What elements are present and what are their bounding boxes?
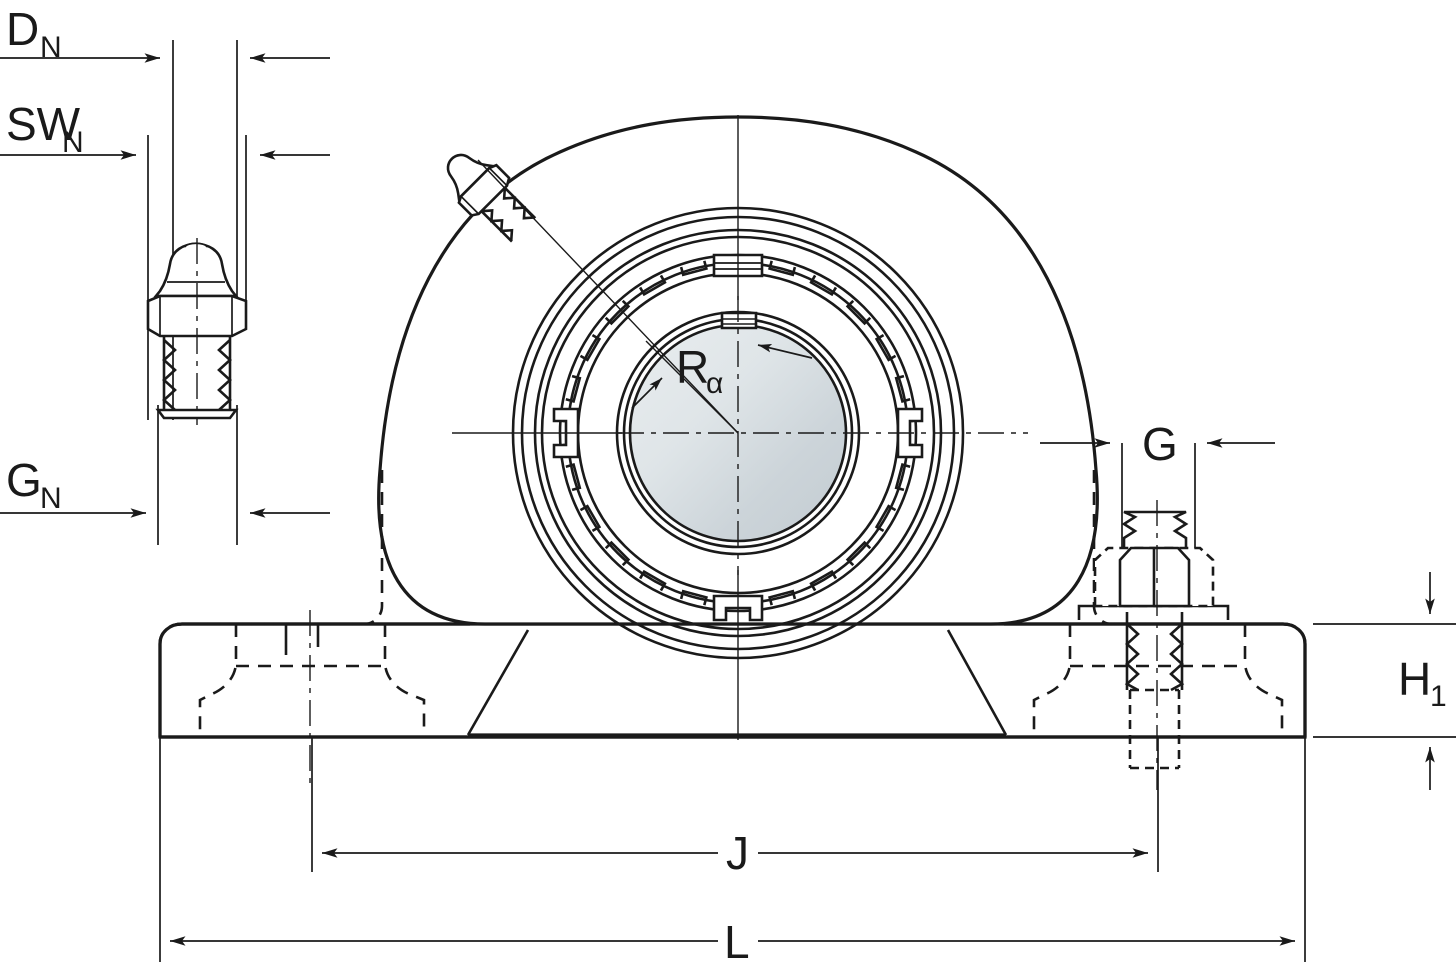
dimension-GN: G N [0,454,330,518]
nipple-housing-shank-l [480,210,513,243]
bolt-protruding-thread-top [1121,510,1189,548]
nipple-thread-end-chamfer [155,408,239,420]
nipple-ball-head [153,242,239,298]
dim-DN-label: D [6,3,39,55]
base-foot-right-assembly [1032,500,1284,790]
base-top-left-edge [158,622,470,645]
bolt-thread-left [1124,623,1140,692]
dimension-SWN: SW N [0,98,330,160]
nipple-top-nub [184,242,208,248]
dim-DN-label-sub: N [40,31,62,64]
dim-GN-label: G [6,454,42,506]
dimension-H1: H 1 [1313,572,1456,790]
dim-G-label: G [1142,418,1178,470]
dim-H1-label: H [1398,653,1431,705]
dimension-J: J [311,737,1159,879]
dim-Ra-label-sub: α [706,367,723,400]
dimension-Ralpha: R α [631,340,813,434]
nipple-housing-thread-right [502,187,535,220]
nipple-housing-rotated-group [446,153,537,243]
nipple-housing-hex-edge-l [460,195,480,215]
nipple-thread-left [162,339,177,411]
bolt-washer [1077,604,1230,620]
inner-grub-boss-rect [720,311,758,330]
grease-nipple-on-housing [446,153,739,434]
gusset-right [946,629,1008,736]
dimension-L: L [159,737,1306,968]
nipple-thread-right [217,339,232,411]
nipple-radial-axis [477,159,739,434]
dim-SWN-label-sub: N [62,126,84,159]
dim-Ra-leader [645,340,739,434]
dim-J-label: J [726,827,749,879]
gusset-left [466,629,530,736]
dim-Ra-arrow-inner [631,377,663,409]
base-overdraw [158,622,1307,739]
dim-Ra-arrow-outer [757,343,813,359]
centerlines-group [452,115,1028,740]
nipple-housing-hex-edge-r [488,167,508,187]
nipple-housing-thread-left [481,209,514,241]
base-fill [162,626,1303,735]
bolt-hole-phantom [1128,688,1181,770]
housing-gussets [466,629,1008,737]
nipple-housing-hex [457,163,511,217]
dimension-G: G [1040,418,1275,548]
dim-H1-label-sub: 1 [1430,680,1447,713]
grease-nipple-body [146,238,248,425]
dim-Ra-label: R [676,341,709,393]
base-top-right-edge [1004,622,1307,645]
dim-SWN-label: SW [6,98,81,150]
base-foot-left-hidden [198,610,426,790]
hidden-line-left-flank [205,470,384,626]
dim-GN-label-sub: N [40,482,62,515]
bolt-thread-right [1169,623,1185,692]
inner-ring-grub-boss [720,311,758,330]
dimension-DN: D N [0,3,330,64]
nipple-housing-ball-head [446,153,495,202]
grease-nipple-detail-group: D N SW N G N [0,3,330,545]
dim-L-label: L [724,916,750,968]
